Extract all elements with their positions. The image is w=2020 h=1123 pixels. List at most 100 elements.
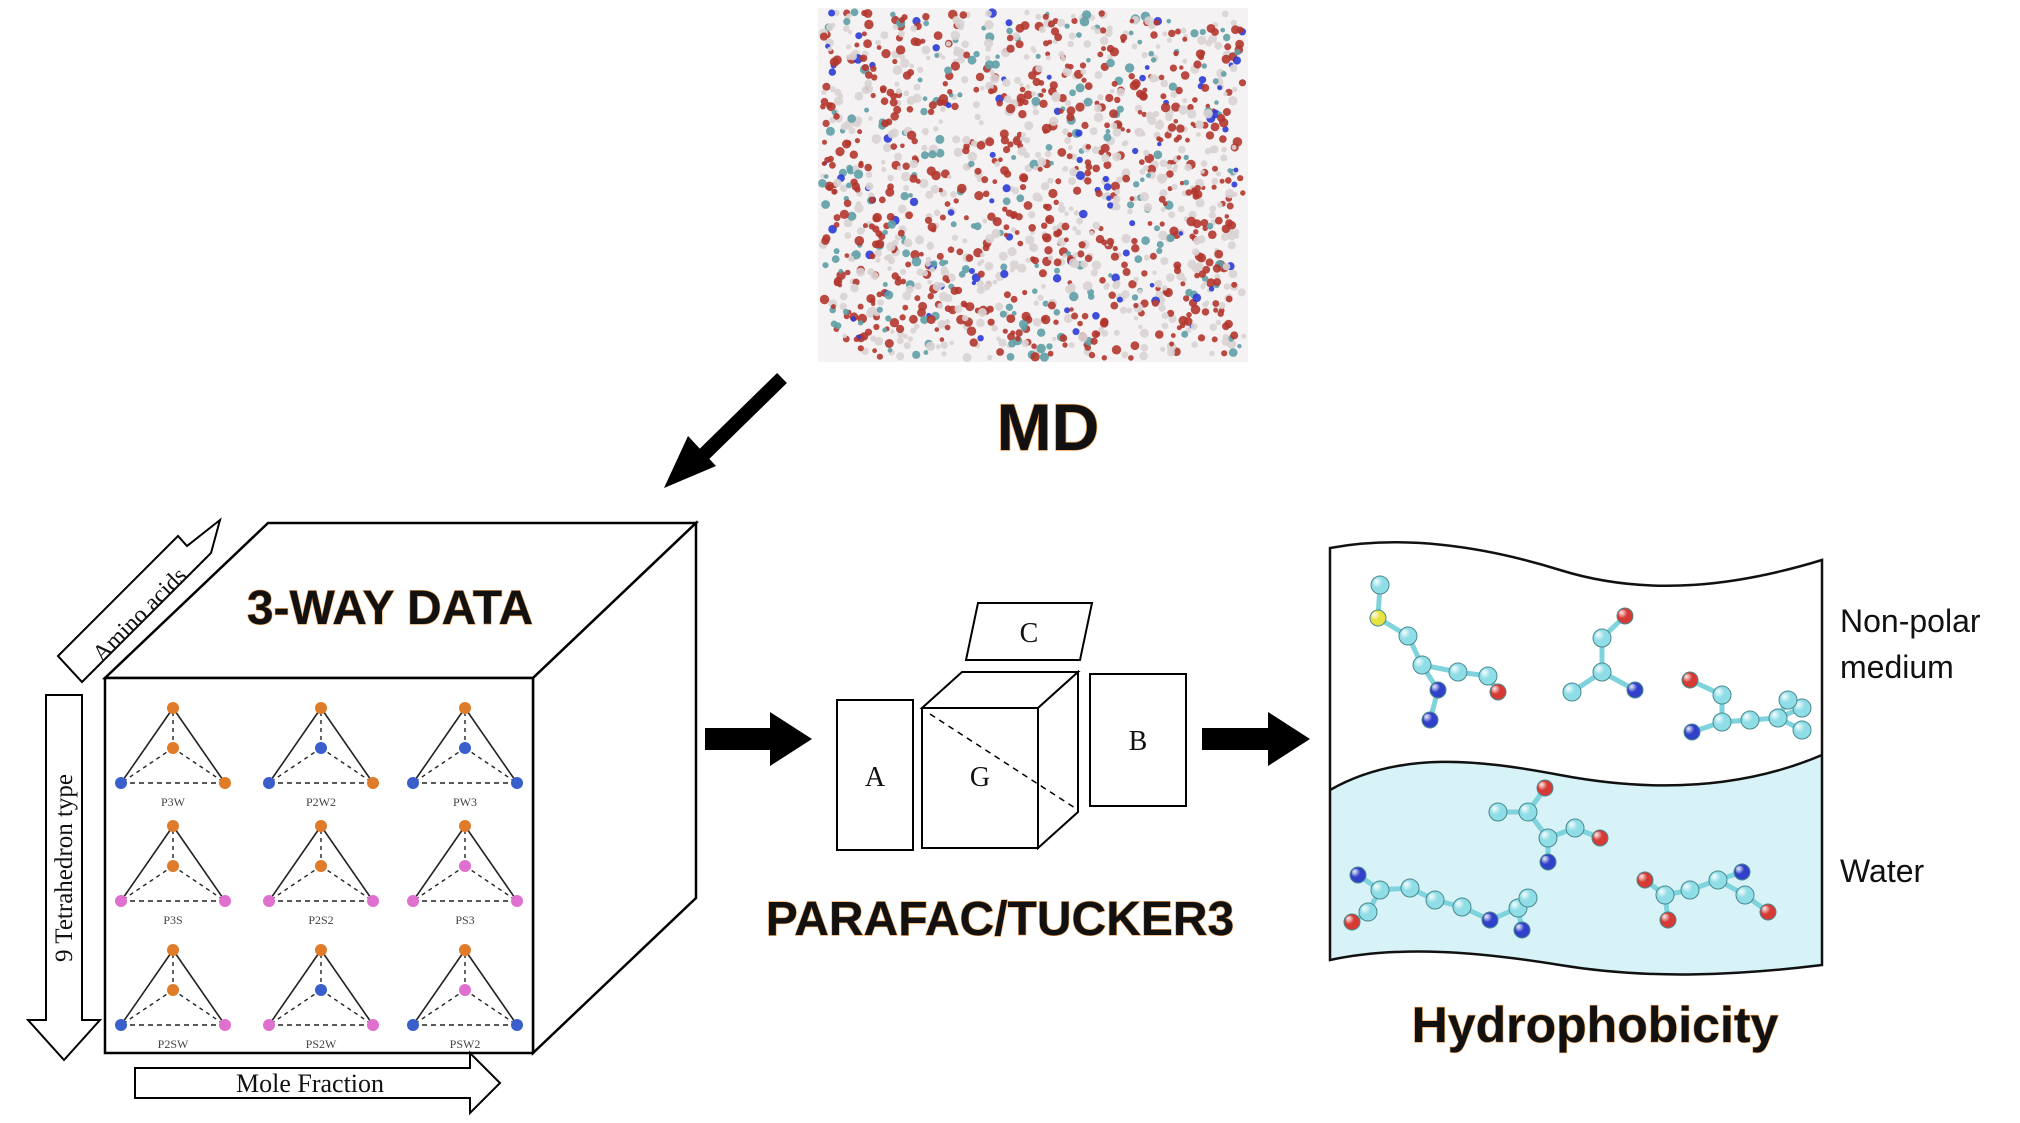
tetrahedron-label: P2S2 — [308, 913, 333, 927]
matrix-b — [1089, 673, 1187, 807]
md-atom — [1038, 26, 1046, 33]
md-atom — [1062, 67, 1073, 77]
md-atom — [925, 190, 934, 199]
md-atom — [895, 45, 906, 55]
md-atom — [1043, 40, 1050, 47]
md-atom — [1237, 175, 1244, 182]
md-atom — [1128, 280, 1137, 289]
md-atom — [835, 147, 845, 157]
md-atom — [1078, 332, 1088, 343]
md-atom — [1120, 306, 1127, 314]
md-atom — [977, 270, 985, 278]
md-atom — [897, 204, 907, 214]
md-atom — [1082, 281, 1093, 291]
md-atom — [1202, 225, 1208, 232]
md-atom — [871, 134, 882, 144]
md-atom — [1058, 94, 1067, 103]
md-atom — [1014, 76, 1022, 84]
tetrahedron-vertex — [315, 820, 327, 832]
md-atom — [1093, 104, 1102, 113]
md-atom — [1023, 137, 1031, 144]
tetrahedron-label: PSW2 — [450, 1037, 481, 1051]
md-atom — [1132, 147, 1139, 155]
md-atom — [864, 107, 870, 113]
md-atom — [1097, 51, 1104, 58]
md-atom — [920, 151, 929, 160]
md-atom — [892, 65, 903, 75]
md-atom — [847, 29, 853, 35]
md-atom — [1045, 55, 1051, 61]
md-atom — [893, 105, 902, 114]
md-atom — [1121, 141, 1127, 147]
md-atom — [1180, 71, 1190, 80]
md-atom — [973, 50, 980, 58]
md-atom — [1140, 343, 1149, 352]
md-atom — [1028, 224, 1036, 232]
md-atom — [1121, 290, 1130, 299]
md-atom — [826, 102, 836, 112]
md-atom — [982, 190, 990, 198]
md-atom — [851, 182, 860, 191]
md-atom — [1228, 269, 1238, 279]
md-atom — [1069, 167, 1078, 177]
tetrahedron-vertex — [407, 1019, 419, 1031]
md-atom — [915, 178, 921, 184]
md-atom — [1076, 156, 1083, 164]
md-atom — [889, 318, 900, 328]
md-atom — [895, 88, 902, 95]
md-atom — [865, 182, 874, 191]
md-atom — [1032, 288, 1038, 295]
md-atom — [1130, 341, 1140, 351]
md-atom — [1068, 177, 1076, 186]
md-atom — [1010, 295, 1018, 303]
md-atom — [822, 139, 827, 145]
md-atom — [1014, 230, 1020, 235]
md-atom — [918, 301, 928, 311]
md-atom — [1034, 263, 1039, 269]
md-atom — [1032, 77, 1041, 87]
md-atom — [846, 182, 852, 189]
md-atom — [825, 126, 835, 136]
md-atom — [1114, 189, 1121, 195]
md-atom — [1182, 98, 1188, 104]
md-atom — [1103, 284, 1109, 290]
md-atom — [1010, 227, 1017, 233]
md-atom — [1072, 328, 1080, 336]
md-atom — [901, 171, 911, 182]
md-atom — [1017, 146, 1027, 156]
md-atom — [876, 291, 883, 298]
md-atom — [1212, 78, 1219, 85]
md-atom — [890, 11, 896, 18]
md-atom — [950, 61, 961, 71]
md-atom — [1221, 350, 1228, 357]
md-atom — [885, 187, 895, 197]
md-atom — [1223, 33, 1231, 42]
md-atom — [853, 169, 864, 179]
md-atom — [1092, 164, 1100, 173]
md-atom — [1090, 25, 1096, 31]
md-atom — [900, 58, 910, 68]
md-atom — [1036, 195, 1043, 202]
md-atom — [961, 76, 969, 84]
md-atom — [965, 254, 974, 262]
md-atom — [1090, 337, 1098, 345]
md-atom — [1061, 222, 1070, 231]
md-atom — [897, 229, 905, 237]
molecule — [1636, 863, 1777, 929]
md-atom — [1205, 131, 1215, 140]
md-atom — [1214, 100, 1219, 105]
md-atom — [1178, 105, 1188, 115]
md-atom — [1133, 302, 1139, 309]
md-atom — [1075, 171, 1085, 180]
md-atom — [831, 255, 840, 263]
md-atom — [1194, 185, 1201, 192]
md-atom — [1186, 216, 1196, 227]
md-atom — [1032, 317, 1042, 327]
md-atom — [899, 54, 906, 60]
md-atom — [856, 267, 865, 277]
md-atom — [1064, 237, 1069, 243]
md-atom — [1003, 224, 1010, 231]
md-atom — [900, 143, 905, 149]
md-atom — [967, 55, 977, 65]
md-atom — [1101, 46, 1106, 52]
